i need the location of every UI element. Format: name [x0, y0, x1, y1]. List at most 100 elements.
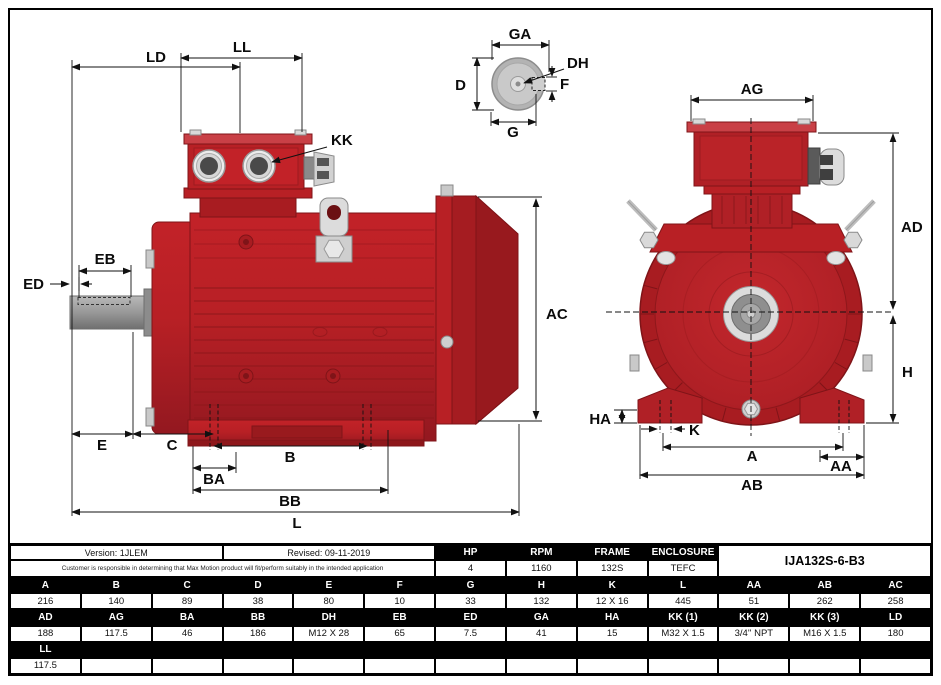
dim-value-cell: 80 [293, 593, 365, 610]
dim-e: E [71, 332, 134, 454]
dim-header-cell: KK (3) [789, 609, 861, 626]
dim-header-cell: AB [789, 577, 861, 594]
disclaimer-text: Customer is responsible in determining t… [10, 560, 436, 577]
dim-label-ba: BA [203, 471, 225, 488]
mounting-feet [187, 419, 425, 447]
dim-value-cell: 15 [576, 625, 648, 642]
dim-header-cell: KK (1) [647, 609, 719, 626]
dim-kk: KK [271, 132, 353, 164]
spec-value-hp: 4 [435, 560, 506, 577]
dim-value-cell [151, 657, 223, 675]
dim-header-cell: K [576, 577, 648, 594]
dim-ld: LD [71, 49, 241, 133]
dim-header-cell: ED [435, 609, 506, 626]
side-cable-gland [303, 151, 335, 187]
front-view: AG AD H HA K A [589, 81, 923, 494]
dim-label-l: L [292, 515, 301, 532]
dim-ll: LL [180, 39, 303, 132]
part-number: IJA132S-6-B3 [718, 545, 931, 577]
dim-header-cell: D [222, 577, 294, 594]
dim-label-ed: ED [23, 276, 44, 293]
eyebolt-left [626, 199, 659, 249]
cable-gland-hole-2 [242, 149, 276, 183]
dim-ed: ED [23, 276, 92, 293]
dim-value-cell: M16 X 1.5 [789, 625, 861, 642]
dim-header-cell [647, 641, 719, 658]
foot-bolt-centerlines [209, 404, 372, 450]
side-view: LD LL KK EB ED AC [23, 39, 568, 532]
dim-ab: AB [639, 425, 865, 494]
dim-label-ag: AG [741, 81, 764, 98]
dim-ga: GA [491, 26, 550, 72]
dim-label-b: B [285, 449, 296, 466]
dim-value-cell [435, 657, 506, 675]
dim-header-cell: LL [10, 641, 81, 658]
dim-label-e: E [97, 437, 107, 454]
dim-label-a: A [747, 448, 758, 465]
dim-value-cell [505, 657, 577, 675]
dim-f: F [546, 66, 569, 102]
dim-value-cell: 41 [505, 625, 577, 642]
spec-header-hp: HP [435, 545, 506, 560]
dim-header-cell: HA [576, 609, 648, 626]
front-junction-box [686, 118, 817, 195]
dim-label-ha: HA [589, 411, 611, 428]
spec-value-rpm: 1160 [505, 560, 577, 577]
spec-header-frame: FRAME [576, 545, 648, 560]
dim-value-cell: 12 X 16 [576, 593, 648, 610]
dim-header-cell [435, 641, 506, 658]
front-foot-bolt-centerlines [659, 400, 850, 433]
dim-value-cell: 7.5 [435, 625, 506, 642]
dim-header-cell [860, 641, 931, 658]
dim-value-cell: 188 [10, 625, 81, 642]
dim-b: B [213, 442, 368, 466]
dim-value-cell [80, 657, 152, 675]
dim-header-cell: H [505, 577, 577, 594]
dim-value-cell: 186 [222, 625, 294, 642]
dim-value-cell [789, 657, 861, 675]
spec-value-frame: 132S [576, 560, 648, 577]
front-cable-gland [807, 147, 845, 186]
dim-value-cell: 46 [151, 625, 223, 642]
endbell-tab-top [145, 249, 155, 269]
revised-label: Revised: 09-11-2019 [222, 545, 436, 560]
dim-eb: EB [78, 251, 132, 297]
dim-header-cell [505, 641, 577, 658]
dim-value-cell: 262 [789, 593, 861, 610]
dim-label-g: G [507, 124, 519, 141]
dim-value-cell: 216 [10, 593, 81, 610]
dim-header-cell [576, 641, 648, 658]
dim-header-cell: GA [505, 609, 577, 626]
dim-value-cell: 445 [647, 593, 719, 610]
dim-value-cell: 140 [80, 593, 152, 610]
technical-drawing: LD LL KK EB ED AC [23, 26, 923, 532]
spec-header-rpm: RPM [505, 545, 577, 560]
spec-table: Version: 1JLEM Revised: 09-11-2019 HP RP… [8, 543, 933, 676]
dim-header-cell: E [293, 577, 365, 594]
dim-header-cell: KK (2) [718, 609, 790, 626]
dim-bb: BB [192, 430, 389, 510]
dim-value-cell: 65 [364, 625, 436, 642]
dim-ad: AD [818, 132, 923, 310]
dim-label-eb: EB [95, 251, 116, 268]
dim-header-cell: AD [10, 609, 81, 626]
dim-value-cell: 132 [505, 593, 577, 610]
dim-value-cell: M32 X 1.5 [647, 625, 719, 642]
dim-value-cell [860, 657, 931, 675]
dim-header-cell: AG [80, 609, 152, 626]
dim-header-cell: BA [151, 609, 223, 626]
dim-value-cell: 33 [435, 593, 506, 610]
dim-header-cell [80, 641, 152, 658]
dim-value-cell [293, 657, 365, 675]
dim-ba: BA [192, 446, 237, 494]
dim-header-cell: C [151, 577, 223, 594]
shaft-keyway [77, 297, 131, 305]
eyebolt-right [843, 199, 876, 249]
fan-cover-bolt-top [440, 184, 454, 197]
spec-value-enclosure: TEFC [647, 560, 719, 577]
dim-value-cell [718, 657, 790, 675]
dim-label-kk: KK [331, 132, 353, 149]
dim-headers-row3: LL [10, 641, 931, 658]
